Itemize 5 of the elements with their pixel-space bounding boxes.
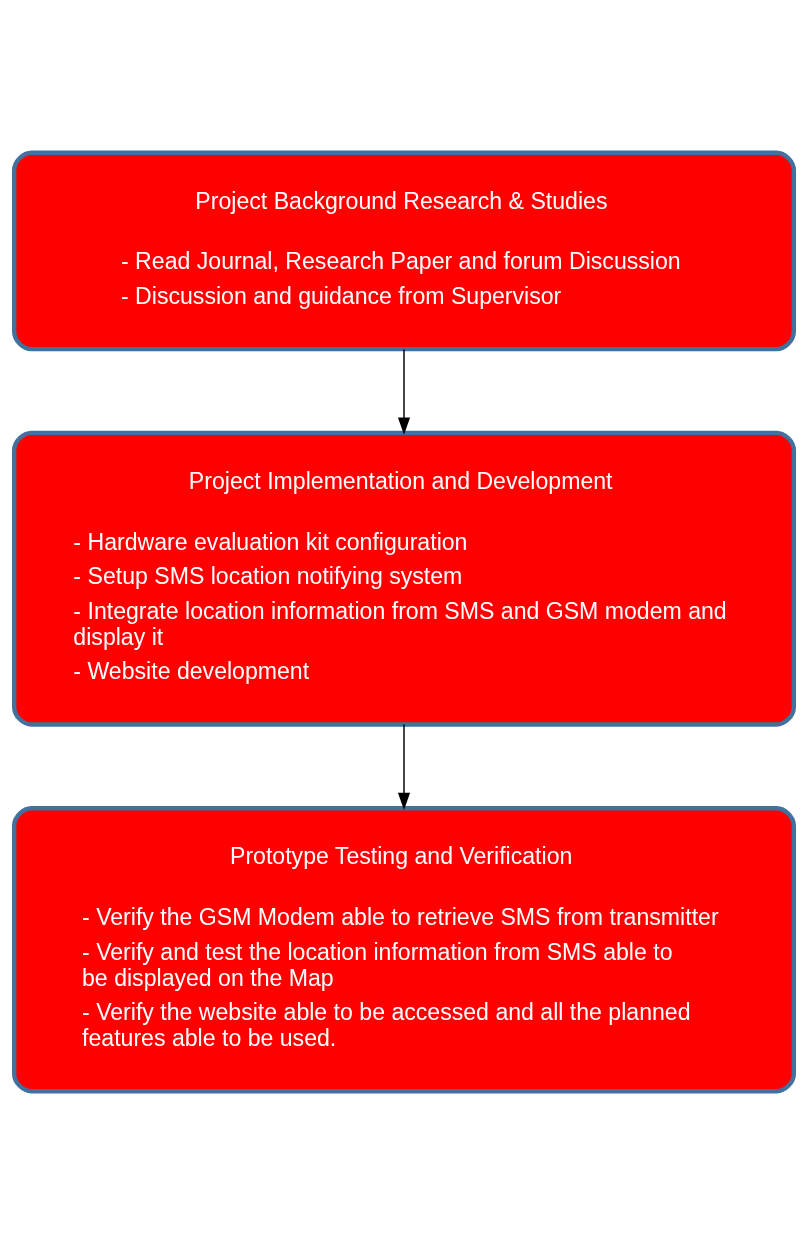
node-box: Project Background Research & Studies - Read Journal, Research Paper and forum Discussion - Discussion and guidance from Supervisor [12,150,796,352]
arrow [397,723,411,811]
node-box: Prototype Testing and Verification - Verify the GSM Modem able to retrieve SMS from transmitter - Verify and test the location information from SMS able to be displayed on the Map - Verify the website able to be accessed and all the planned features able to be used. [12,806,796,1094]
arrow [397,348,411,435]
node-box: Project Implementation and Development - Hardware evaluation kit configuration - Setup SMS location notifying system - Integrate location information from SMS and GSM modem and display it - Website development [12,430,796,727]
